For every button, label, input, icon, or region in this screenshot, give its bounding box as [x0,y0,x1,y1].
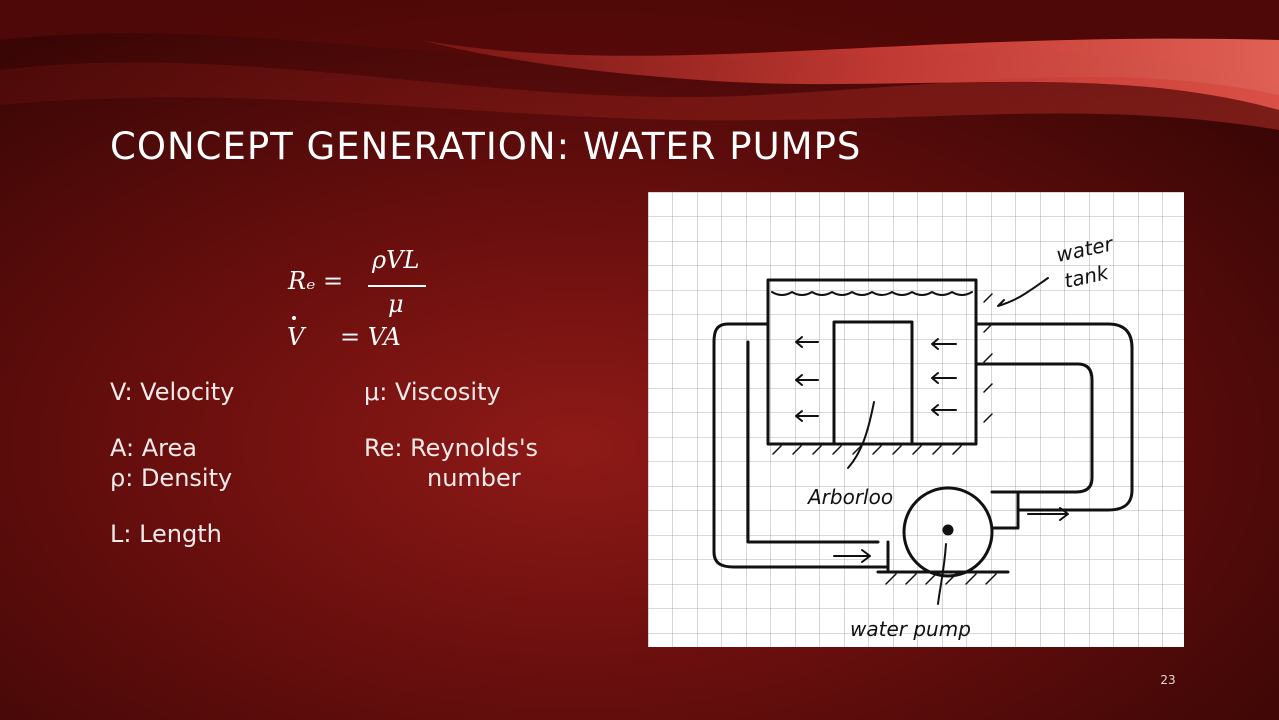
outer-pipe-right [974,322,1134,512]
pump-outlet [990,490,1020,530]
legend-length: L: Length [110,520,222,548]
tank-leader-line [997,277,1049,307]
flow-arrow-left-3 [795,410,819,422]
arborloo-leader-line [847,401,875,469]
label-arborloo: Arborloo [806,485,893,509]
fraction-bar [368,285,426,287]
flow-arrow-left-2 [795,374,819,386]
ground-hatch-top [772,445,962,455]
inner-pipe-left [746,340,880,544]
label-pump: water pump [850,617,971,641]
v-dot-accent [292,316,296,320]
legend-area: A: Area [110,434,197,462]
flow-lhs: V [287,323,305,351]
pump-sketch: water tank Arborloo water pump [648,192,1184,647]
outlet-flow-arrow [1027,507,1069,521]
legend-reynolds: Re: Reynolds's [364,434,539,462]
legend-density: ρ: Density [110,464,233,492]
legend-viscosity: μ: Viscosity [364,378,501,406]
water-surface [771,291,973,296]
ground-hatch-bottom [885,573,997,585]
reynolds-denominator: μ [388,290,404,318]
slide-title: CONCEPT GENERATION: WATER PUMPS [110,125,862,168]
tank-wall-hatch [983,293,993,423]
flow-arrow-left-1 [795,336,819,348]
inner-pipe-right [974,362,1094,494]
pump-leader-line [937,543,947,605]
reynolds-numerator: ρVL [372,246,420,274]
flow-arrow-right-1 [931,338,957,350]
legend-reynolds-cont: number [427,464,521,492]
arborloo-box [832,320,914,446]
page-number: 23 [1160,673,1176,687]
pump-body [902,486,994,578]
water-tank-outline [766,278,978,446]
pump-axle [942,524,954,536]
sketch-drawing: water tank Arborloo water pump [648,192,1184,647]
outer-pipe-left [712,322,890,569]
reynolds-lhs: Rₑ = [288,267,344,295]
inlet-flow-arrow [833,549,871,563]
flow-arrow-right-3 [931,404,957,416]
flow-rhs: = VA [340,323,401,351]
flow-arrow-right-2 [931,372,957,384]
legend-velocity: V: Velocity [110,378,235,406]
